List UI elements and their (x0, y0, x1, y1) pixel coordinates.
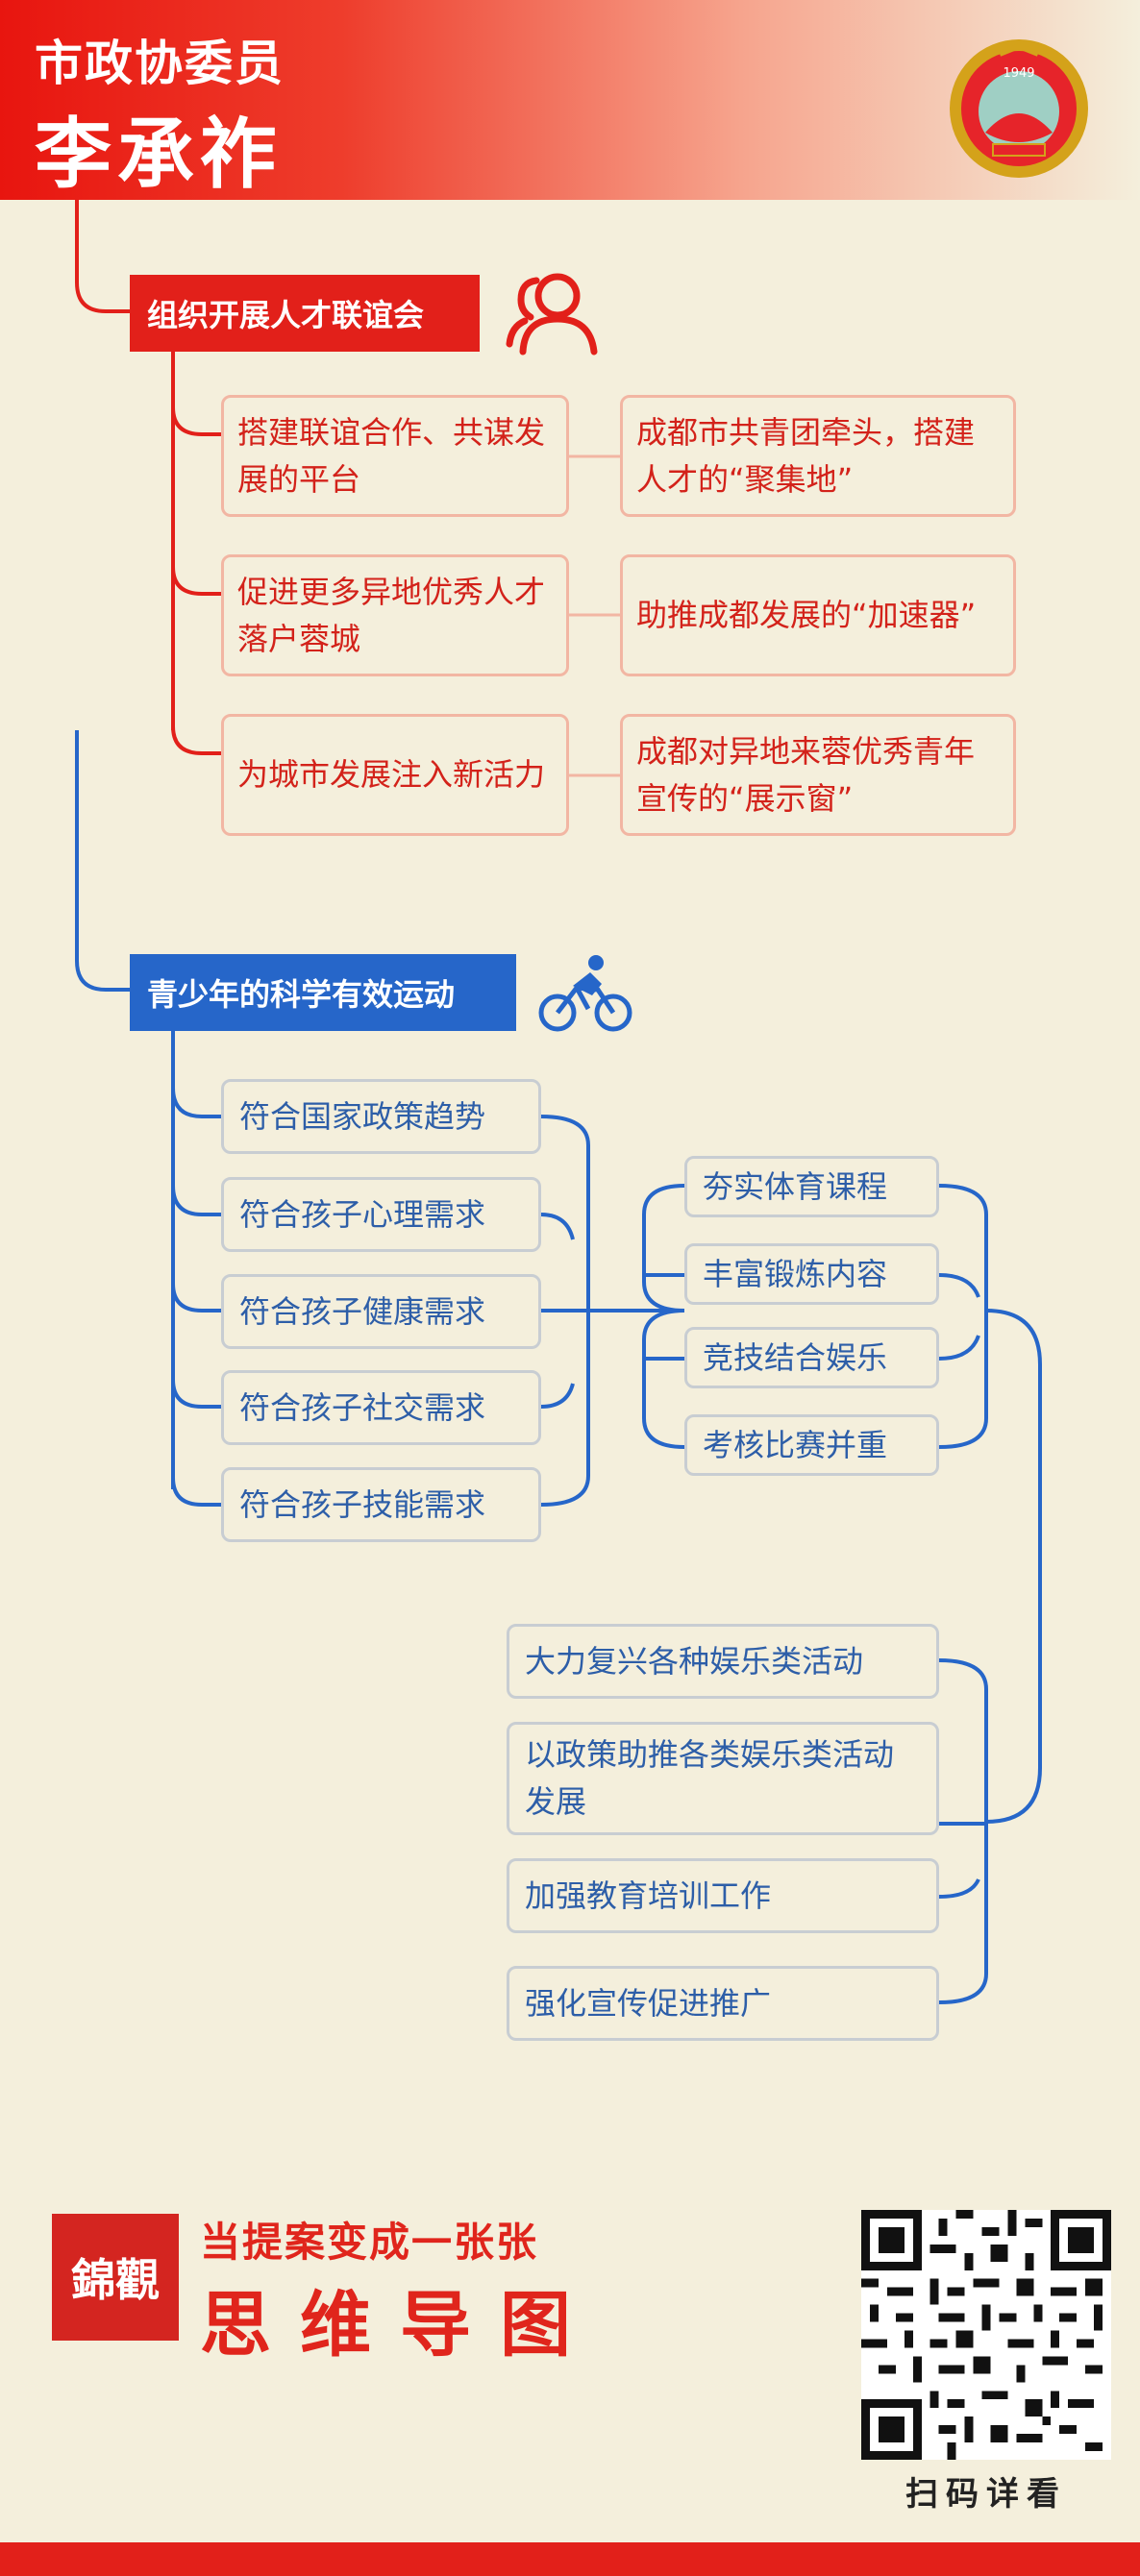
pe-node-4: 考核比赛并重 (684, 1414, 939, 1476)
emblem-year: 1949 (1003, 66, 1034, 81)
policy-node-3: 符合孩子健康需求 (221, 1274, 541, 1349)
policy-node-1: 符合国家政策趋势 (221, 1079, 541, 1154)
footer-bar (0, 2542, 1140, 2576)
cyclist-icon (538, 955, 632, 1032)
brand-title: 思维导图 (200, 2284, 600, 2367)
talent-right-node-3: 成都对异地来蓉优秀青年宣传的“展示窗” (620, 714, 1016, 836)
talent-right-node-1: 成都市共青团牵头，搭建人才的“聚集地” (620, 395, 1016, 517)
branch-title-talent-meetup: 组织开展人才联谊会 (130, 275, 480, 352)
branch-title-youth-exercise: 青少年的科学有效运动 (130, 954, 516, 1031)
cppcc-emblem-icon: 1949 (950, 39, 1088, 178)
brand-tagline: 当提案变成一张张 (200, 2219, 539, 2266)
talent-right-node-2: 助推成都发展的“加速器” (620, 554, 1016, 676)
talent-left-node-2: 促进更多异地优秀人才落户蓉城 (221, 554, 569, 676)
policy-node-4: 符合孩子社交需求 (221, 1370, 541, 1445)
activity-node-3: 加强教育培训工作 (507, 1858, 939, 1933)
activity-node-2: 以政策助推各类娱乐类活动发展 (507, 1722, 939, 1835)
policy-node-5: 符合孩子技能需求 (221, 1467, 541, 1542)
qr-code[interactable] (861, 2210, 1111, 2460)
policy-node-2: 符合孩子心理需求 (221, 1177, 541, 1252)
pe-node-1: 夯实体育课程 (684, 1156, 939, 1217)
qr-label: 扫码详看 (905, 2475, 1067, 2514)
pe-node-3: 竞技结合娱乐 (684, 1327, 939, 1388)
header-subtitle: 市政协委员 (35, 36, 285, 91)
header-name: 李承祚 (35, 110, 283, 199)
header-banner: 市政协委员 李承祚 1949 (0, 0, 1140, 200)
pe-node-2: 丰富锻炼内容 (684, 1243, 939, 1305)
talent-left-node-1: 搭建联谊合作、共谋发展的平台 (221, 395, 569, 517)
activity-node-1: 大力复兴各种娱乐类活动 (507, 1624, 939, 1699)
jinguan-logo: 錦觀 (52, 2214, 179, 2341)
talent-left-node-3: 为城市发展注入新活力 (221, 714, 569, 836)
people-icon (506, 273, 598, 356)
activity-node-4: 强化宣传促进推广 (507, 1966, 939, 2041)
